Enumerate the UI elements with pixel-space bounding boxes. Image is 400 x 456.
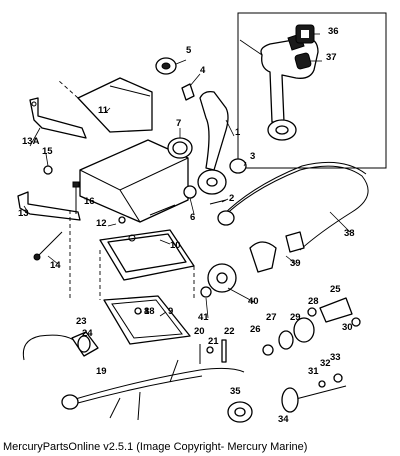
callout-19: 19	[96, 366, 107, 377]
callout-8: 8	[144, 306, 150, 317]
callout-40: 40	[248, 296, 259, 307]
callout-15: 15	[42, 146, 53, 157]
callout-12: 12	[96, 218, 107, 229]
callout-6: 6	[190, 212, 196, 223]
callout-23: 23	[76, 316, 87, 327]
callout-21: 21	[208, 336, 219, 347]
callout-27: 27	[266, 312, 277, 323]
callout-34: 34	[278, 414, 289, 425]
callout-26: 26	[250, 324, 261, 335]
callout-13: 13	[18, 208, 29, 219]
callout-3: 3	[250, 151, 256, 162]
callout-7: 7	[176, 118, 182, 129]
callout-2: 2	[229, 193, 235, 204]
callout-31: 31	[308, 366, 319, 377]
callout-11: 11	[98, 105, 109, 116]
callout-1: 1	[235, 127, 241, 138]
callout-25: 25	[330, 284, 341, 295]
callout-36: 36	[328, 26, 339, 37]
callout-30: 30	[342, 322, 353, 333]
callout-22: 22	[224, 326, 235, 337]
callout-32: 32	[320, 358, 331, 369]
callout-29: 29	[290, 312, 301, 323]
image-caption: MercuryPartsOnline v2.5.1 (Image Copyrig…	[3, 441, 308, 453]
callout-16: 16	[84, 196, 95, 207]
callout-5: 5	[186, 45, 192, 56]
callout-10: 10	[170, 240, 181, 251]
callout-35: 35	[230, 386, 241, 397]
callout-38: 38	[344, 228, 355, 239]
callout-4: 4	[200, 65, 206, 76]
callout-9: 9	[168, 306, 174, 317]
callout-14: 14	[50, 260, 61, 271]
parts-diagram	[17, 12, 387, 423]
inset-box	[237, 12, 387, 169]
callout-13a: 13A	[22, 136, 40, 147]
callout-39: 39	[290, 258, 301, 269]
callout-33: 33	[330, 352, 341, 363]
callout-37: 37	[326, 52, 337, 63]
callout-28: 28	[308, 296, 319, 307]
callout-24: 24	[82, 328, 93, 339]
callout-20: 20	[194, 326, 205, 337]
callout-41: 41	[198, 312, 209, 323]
callout-18: 18	[144, 306, 155, 317]
